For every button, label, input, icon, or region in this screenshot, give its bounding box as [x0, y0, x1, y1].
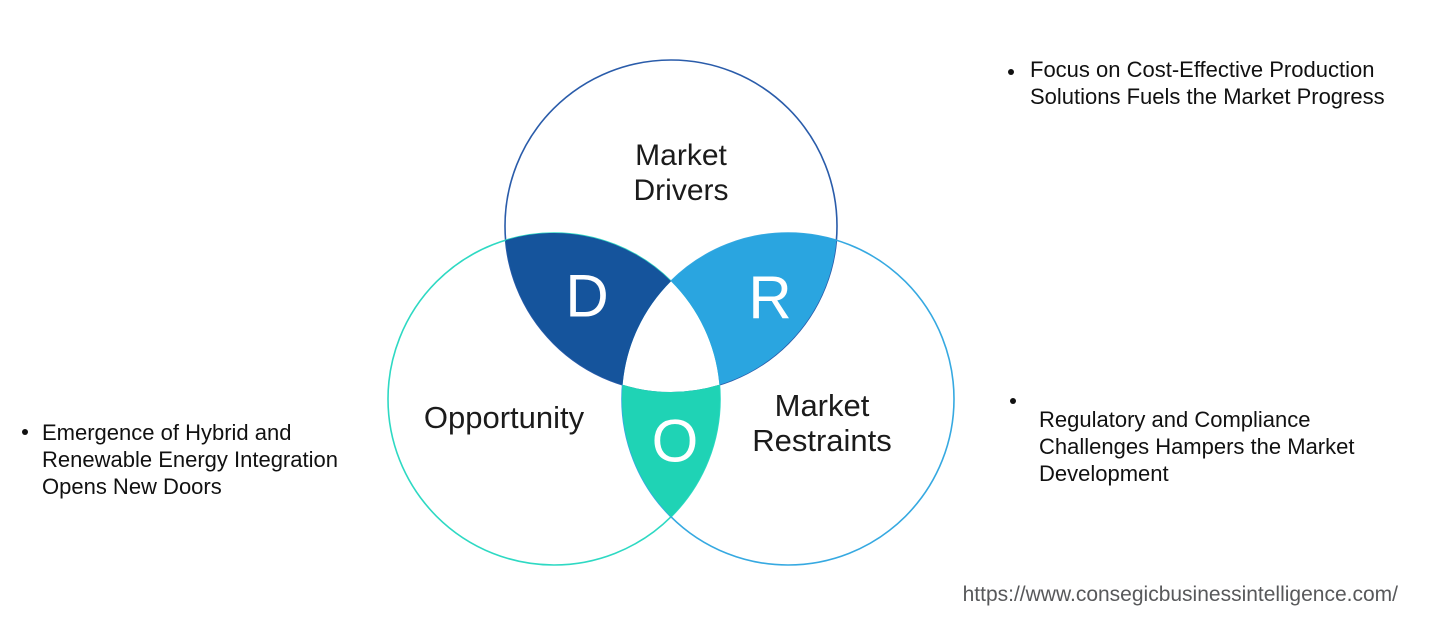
driver-bullet-note: Focus on Cost-Effective Production Solut…: [1008, 56, 1385, 110]
bullet-dot-icon: [22, 429, 28, 435]
source-url: https://www.consegicbusinessintelligence…: [962, 583, 1398, 606]
center-overlap-region: [622, 281, 720, 393]
opportunity-bullet-note: Emergence of Hybrid and Renewable Energy…: [22, 419, 338, 500]
overlap-r-region: [671, 232, 837, 385]
drivers-circle-label: Market Drivers: [633, 139, 729, 207]
bullet-dot-icon: [1008, 69, 1014, 75]
opportunity-circle-label: Opportunity: [423, 400, 585, 435]
overlap-letter-d: D: [565, 262, 609, 330]
driver-note-text: Focus on Cost-Effective Production Solut…: [1030, 57, 1385, 109]
bullet-dot-icon: [1010, 398, 1016, 404]
opportunity-note-text: Emergence of Hybrid and Renewable Energy…: [42, 420, 338, 499]
overlap-d-region: [505, 232, 671, 385]
restraint-note-text: Regulatory and Compliance Challenges Ham…: [1039, 407, 1355, 486]
restraint-bullet-note: Regulatory and Compliance Challenges Ham…: [1010, 398, 1355, 487]
overlap-letter-o: O: [651, 407, 699, 475]
overlap-o-region: [621, 384, 721, 517]
overlap-letter-r: R: [748, 264, 792, 332]
restraints-circle-label: Market Restraints: [752, 388, 892, 458]
